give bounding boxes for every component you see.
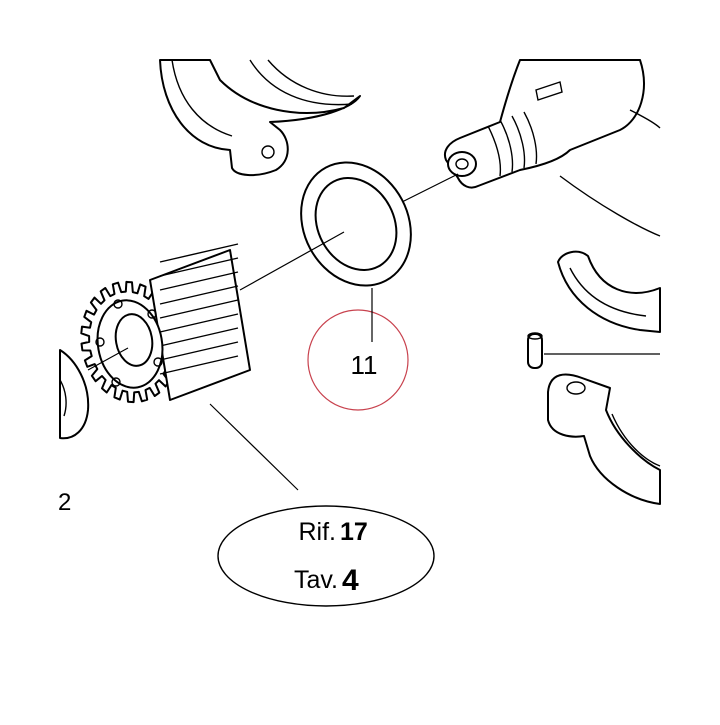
assembly-axis-lower bbox=[239, 231, 345, 291]
reference-leader bbox=[209, 403, 299, 491]
crankshaft-journal bbox=[444, 59, 661, 237]
gear-flute bbox=[159, 355, 239, 375]
assembly-axis-upper bbox=[397, 173, 459, 205]
ref-label: Rif. bbox=[299, 518, 337, 546]
gear-flute bbox=[159, 243, 239, 263]
ref-number: 17 bbox=[340, 518, 368, 546]
table-number: 4 bbox=[342, 564, 359, 597]
callout-2-label: 2 bbox=[58, 489, 71, 516]
gear-flute bbox=[159, 341, 239, 361]
gear-flute bbox=[159, 299, 239, 319]
bearing-shell-right-lower bbox=[547, 373, 661, 505]
partial-pulley-left bbox=[59, 349, 90, 440]
gear-axis bbox=[87, 347, 129, 371]
gear-flute bbox=[159, 271, 239, 291]
thrust-washer bbox=[300, 161, 412, 287]
gear-flute bbox=[159, 285, 239, 305]
gear-flute bbox=[159, 313, 239, 333]
table-label: Tav. bbox=[294, 566, 338, 594]
gear-flute bbox=[159, 257, 239, 277]
timing-gear bbox=[80, 243, 251, 404]
bearing-shell-right-upper bbox=[557, 250, 661, 333]
callout-highlight-circle bbox=[307, 309, 409, 411]
gear-flute bbox=[159, 327, 239, 347]
dowel-pin bbox=[527, 332, 543, 369]
bearing-shell-top-left bbox=[159, 59, 361, 176]
callout-11-label: 11 bbox=[351, 350, 378, 380]
reference-ellipse: Rif. 17 Tav. 4 bbox=[217, 505, 435, 607]
